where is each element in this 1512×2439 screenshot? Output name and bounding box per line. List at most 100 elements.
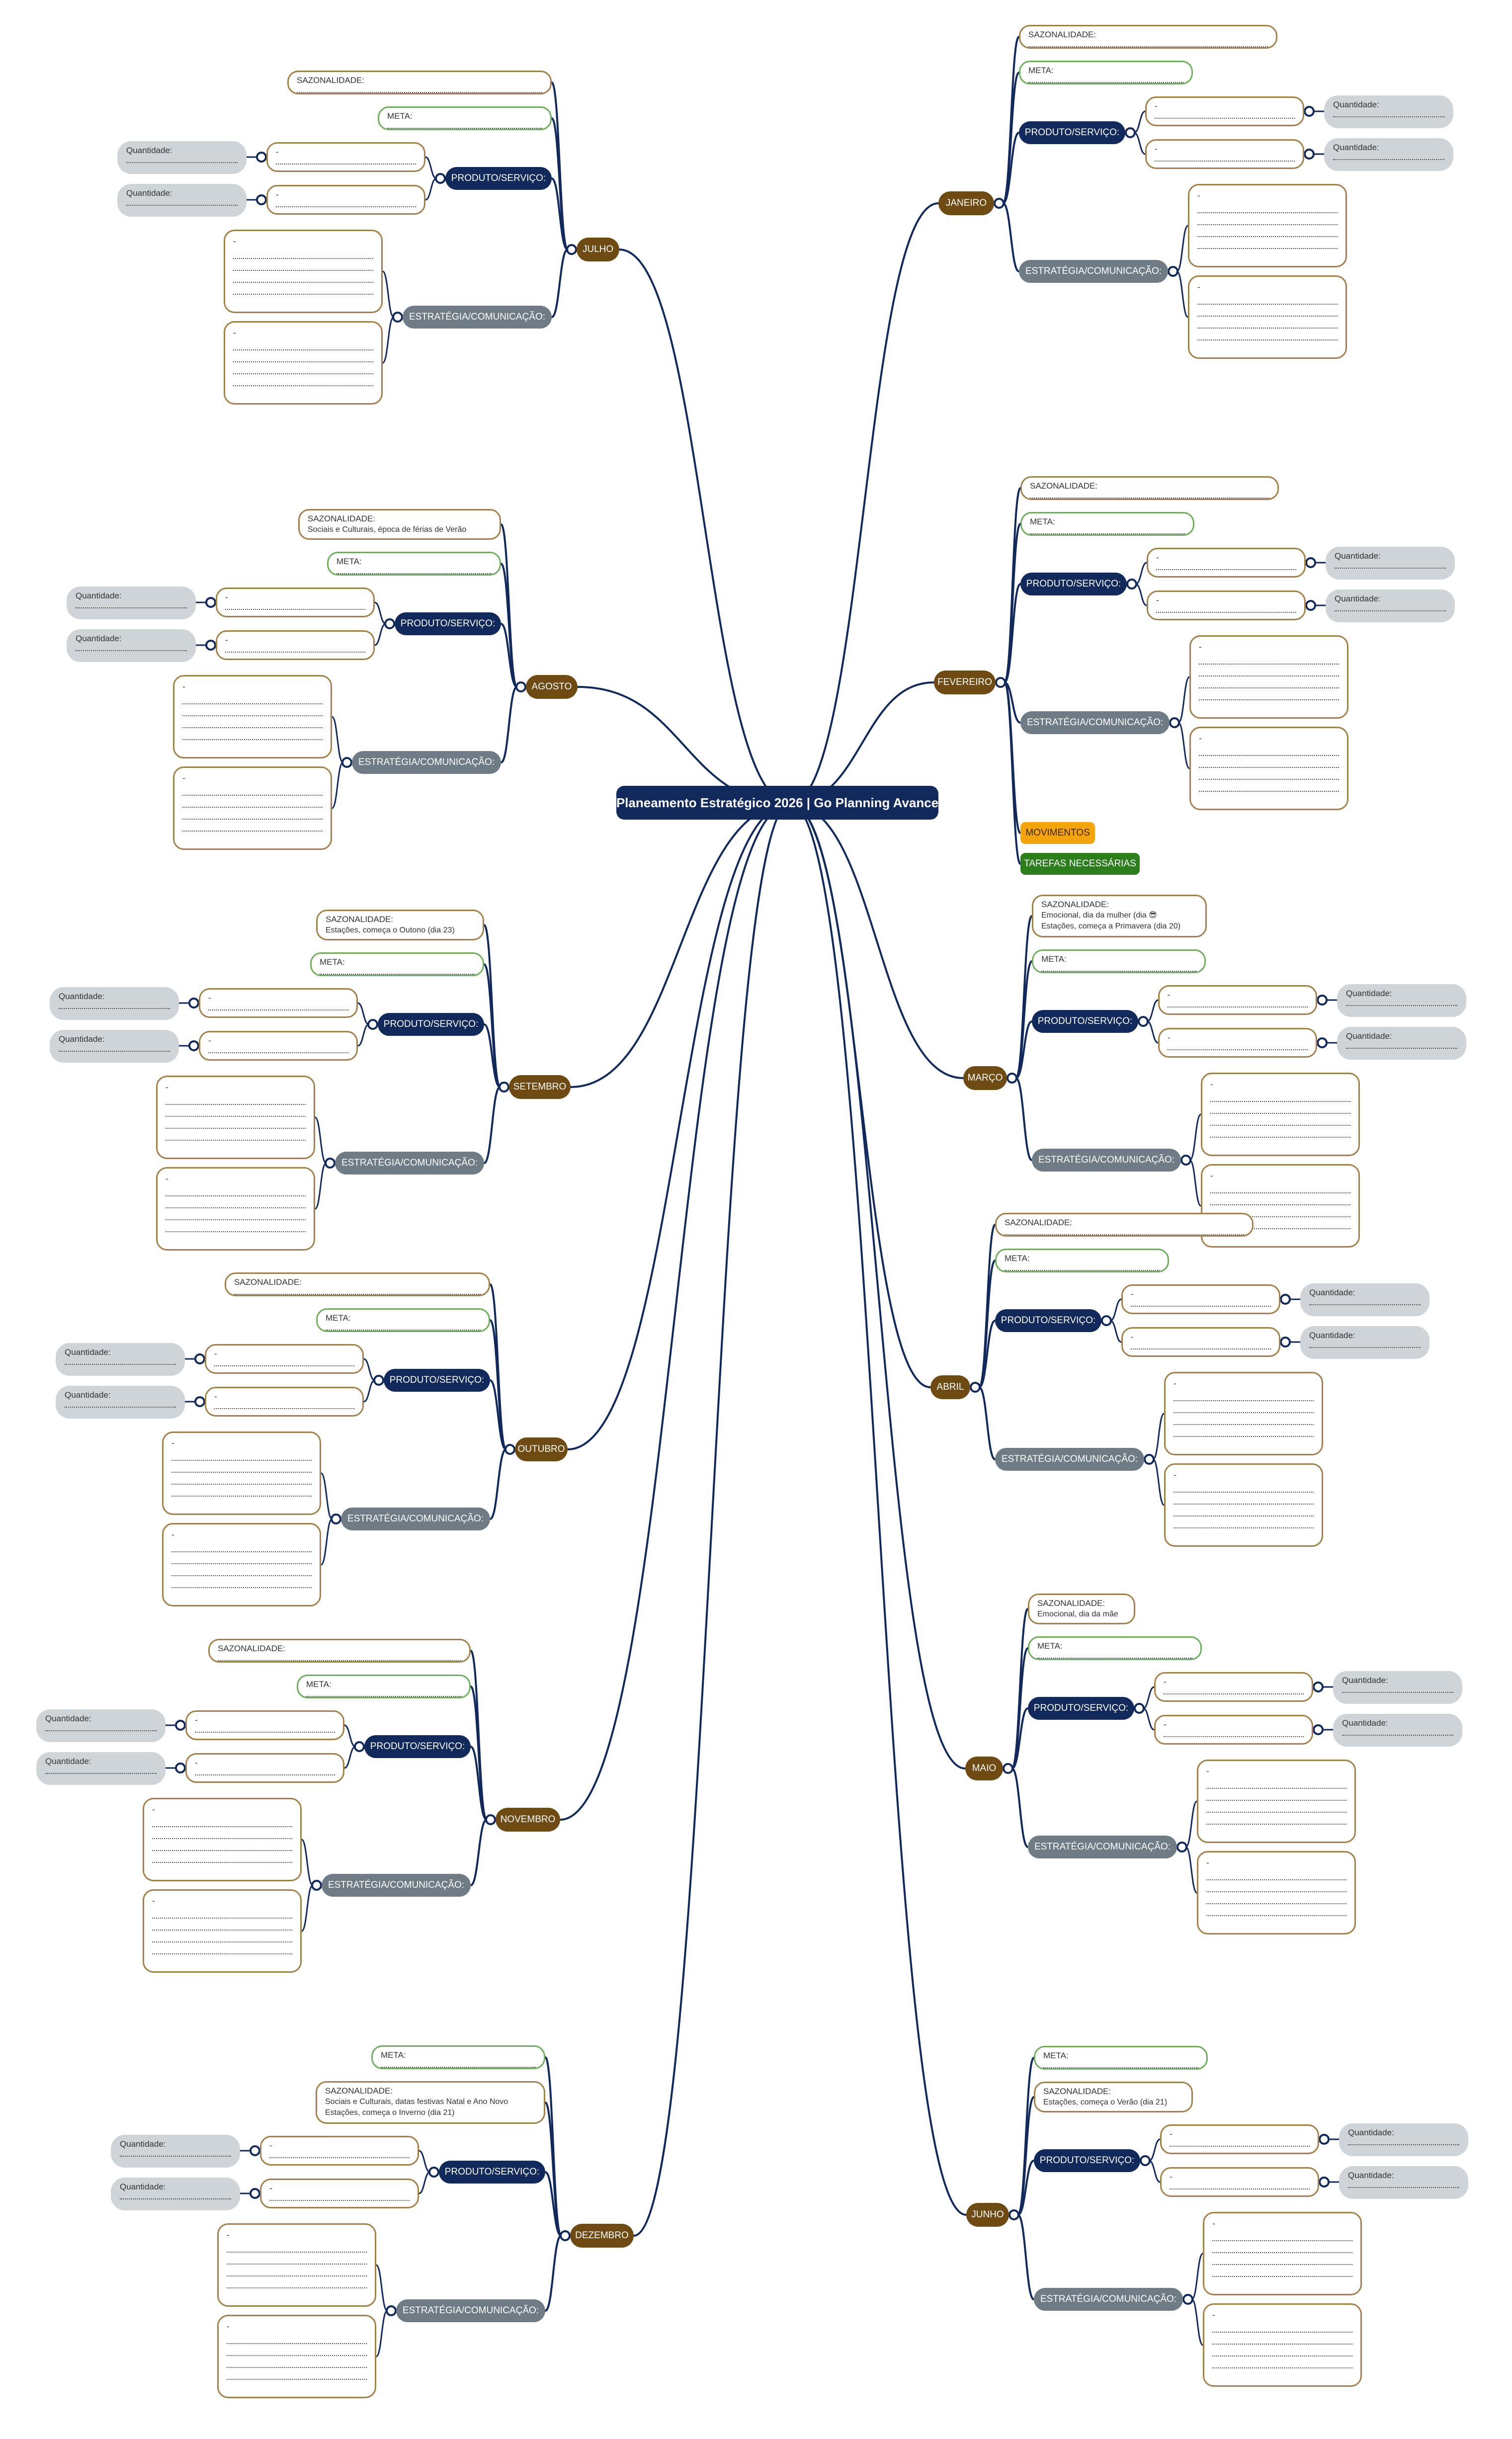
branch-collapse-toggle[interactable] (1317, 995, 1328, 1006)
meta-box-novembro[interactable]: META: (297, 1675, 471, 1698)
product-item-maio[interactable]: - (1154, 1672, 1313, 1702)
quantidade-box-janeiro[interactable]: Quantidade: (1324, 95, 1453, 128)
branch-collapse-toggle[interactable] (1168, 266, 1178, 277)
month-maio[interactable]: MAIO (965, 1757, 1003, 1780)
branch-collapse-toggle[interactable] (194, 1396, 205, 1407)
strategy-box-abril[interactable]: - (1164, 1372, 1323, 1455)
meta-box-setembro[interactable]: META: (310, 952, 484, 976)
branch-collapse-toggle[interactable] (499, 1082, 509, 1093)
estrategia-comunicacao-agosto[interactable]: ESTRATÉGIA/COMUNICAÇÃO: (352, 751, 501, 774)
estrategia-comunicacao-abril[interactable]: ESTRATÉGIA/COMUNICAÇÃO: (995, 1448, 1144, 1471)
branch-collapse-toggle[interactable] (1176, 1842, 1187, 1852)
branch-collapse-toggle[interactable] (1280, 1294, 1291, 1305)
quantidade-box-janeiro[interactable]: Quantidade: (1324, 138, 1453, 171)
branch-collapse-toggle[interactable] (1317, 1037, 1328, 1048)
branch-collapse-toggle[interactable] (386, 2305, 397, 2316)
meta-box-agosto[interactable]: META: (327, 552, 501, 576)
branch-collapse-toggle[interactable] (1319, 2134, 1330, 2145)
branch-collapse-toggle[interactable] (504, 1444, 515, 1455)
strategy-box-setembro[interactable]: - (156, 1076, 315, 1159)
product-item-agosto[interactable]: - (216, 588, 375, 617)
branch-collapse-toggle[interactable] (194, 1353, 205, 1364)
quantidade-box-marco[interactable]: Quantidade: (1337, 1027, 1466, 1060)
strategy-box-dezembro[interactable]: - (217, 2223, 376, 2307)
product-item-julho[interactable]: - (266, 142, 425, 172)
branch-collapse-toggle[interactable] (1305, 600, 1316, 611)
branch-collapse-toggle[interactable] (566, 244, 577, 255)
branch-collapse-toggle[interactable] (175, 1763, 186, 1773)
product-item-janeiro[interactable]: - (1145, 139, 1304, 169)
branch-collapse-toggle[interactable] (1134, 1703, 1145, 1714)
branch-collapse-toggle[interactable] (1280, 1337, 1291, 1347)
branch-collapse-toggle[interactable] (205, 597, 216, 608)
seasonality-box-fevereiro[interactable]: SAZONALIDADE: (1020, 476, 1279, 500)
branch-collapse-toggle[interactable] (970, 1382, 981, 1393)
branch-collapse-toggle[interactable] (435, 173, 446, 184)
quantidade-box-fevereiro[interactable]: Quantidade: (1326, 589, 1455, 622)
quantidade-box-maio[interactable]: Quantidade: (1333, 1671, 1462, 1704)
branch-collapse-toggle[interactable] (428, 2167, 439, 2178)
central-topic[interactable]: Planeamento Estratégico 2026 | Go Planni… (616, 786, 938, 820)
produto-servico-marco[interactable]: PRODUTO/SERVIÇO: (1032, 1010, 1138, 1033)
seasonality-box-marco[interactable]: SAZONALIDADE:Emocional, dia da mulher (d… (1032, 895, 1207, 937)
seasonality-box-dezembro[interactable]: SAZONALIDADE:Sociais e Culturais, datas … (316, 2081, 545, 2124)
product-item-novembro[interactable]: - (185, 1753, 344, 1783)
branch-collapse-toggle[interactable] (1169, 717, 1180, 728)
strategy-box-agosto[interactable]: - (173, 675, 332, 758)
quantidade-box-setembro[interactable]: Quantidade: (50, 987, 179, 1020)
branch-collapse-toggle[interactable] (367, 1019, 378, 1030)
seasonality-box-maio[interactable]: SAZONALIDADE:Emocional, dia da mãe (1028, 1594, 1135, 1624)
produto-servico-setembro[interactable]: PRODUTO/SERVIÇO: (378, 1013, 484, 1036)
quantidade-box-novembro[interactable]: Quantidade: (36, 1709, 166, 1742)
month-agosto[interactable]: AGOSTO (526, 675, 578, 699)
product-item-setembro[interactable]: - (199, 1031, 358, 1061)
estrategia-comunicacao-fevereiro[interactable]: ESTRATÉGIA/COMUNICAÇÃO: (1020, 711, 1170, 734)
meta-box-dezembro[interactable]: META: (371, 2045, 545, 2069)
month-dezembro[interactable]: DEZEMBRO (570, 2224, 634, 2248)
branch-collapse-toggle[interactable] (331, 1514, 341, 1524)
tarefas-necessarias-tag[interactable]: TAREFAS NECESSÁRIAS (1020, 853, 1140, 875)
branch-collapse-toggle[interactable] (1313, 1724, 1324, 1735)
strategy-box-agosto[interactable]: - (173, 766, 332, 850)
branch-collapse-toggle[interactable] (1138, 1016, 1149, 1027)
branch-collapse-toggle[interactable] (1003, 1763, 1013, 1774)
branch-collapse-toggle[interactable] (995, 677, 1006, 688)
branch-collapse-toggle[interactable] (250, 2188, 260, 2199)
month-abril[interactable]: ABRIL (930, 1375, 970, 1399)
quantidade-box-julho[interactable]: Quantidade: (117, 141, 247, 174)
product-item-outubro[interactable]: - (205, 1387, 364, 1417)
branch-collapse-toggle[interactable] (1126, 579, 1137, 589)
meta-box-janeiro[interactable]: META: (1019, 61, 1193, 84)
product-item-janeiro[interactable]: - (1145, 96, 1304, 126)
month-fevereiro[interactable]: FEVEREIRO (934, 671, 996, 694)
quantidade-box-outubro[interactable]: Quantidade: (56, 1386, 185, 1419)
branch-collapse-toggle[interactable] (1305, 557, 1316, 568)
strategy-box-maio[interactable]: - (1197, 1760, 1356, 1843)
month-julho[interactable]: JULHO (577, 238, 619, 261)
produto-servico-dezembro[interactable]: PRODUTO/SERVIÇO: (439, 2161, 545, 2184)
produto-servico-janeiro[interactable]: PRODUTO/SERVIÇO: (1019, 121, 1125, 144)
product-item-julho[interactable]: - (266, 185, 425, 215)
produto-servico-junho[interactable]: PRODUTO/SERVIÇO: (1034, 2149, 1140, 2172)
branch-collapse-toggle[interactable] (188, 1040, 199, 1051)
strategy-box-janeiro[interactable]: - (1188, 184, 1347, 267)
strategy-box-abril[interactable]: - (1164, 1463, 1323, 1547)
product-item-dezembro[interactable]: - (260, 2136, 419, 2166)
quantidade-box-agosto[interactable]: Quantidade: (67, 587, 196, 619)
quantidade-box-dezembro[interactable]: Quantidade: (111, 2178, 240, 2210)
branch-collapse-toggle[interactable] (1304, 149, 1315, 160)
meta-box-outubro[interactable]: META: (316, 1308, 490, 1332)
branch-collapse-toggle[interactable] (1304, 106, 1315, 117)
branch-collapse-toggle[interactable] (485, 1814, 496, 1825)
branch-collapse-toggle[interactable] (560, 2230, 571, 2241)
seasonality-box-junho[interactable]: SAZONALIDADE:Estações, começa o Verão (d… (1034, 2082, 1193, 2112)
quantidade-box-maio[interactable]: Quantidade: (1333, 1714, 1462, 1747)
branch-collapse-toggle[interactable] (175, 1720, 186, 1731)
seasonality-box-agosto[interactable]: SAZONALIDADE:Sociais e Culturais, época … (298, 509, 501, 540)
product-item-maio[interactable]: - (1154, 1715, 1313, 1745)
produto-servico-fevereiro[interactable]: PRODUTO/SERVIÇO: (1020, 573, 1127, 595)
month-setembro[interactable]: SETEMBRO (509, 1075, 571, 1099)
strategy-box-fevereiro[interactable]: - (1189, 727, 1348, 810)
branch-collapse-toggle[interactable] (1101, 1315, 1112, 1326)
estrategia-comunicacao-outubro[interactable]: ESTRATÉGIA/COMUNICAÇÃO: (341, 1508, 490, 1530)
